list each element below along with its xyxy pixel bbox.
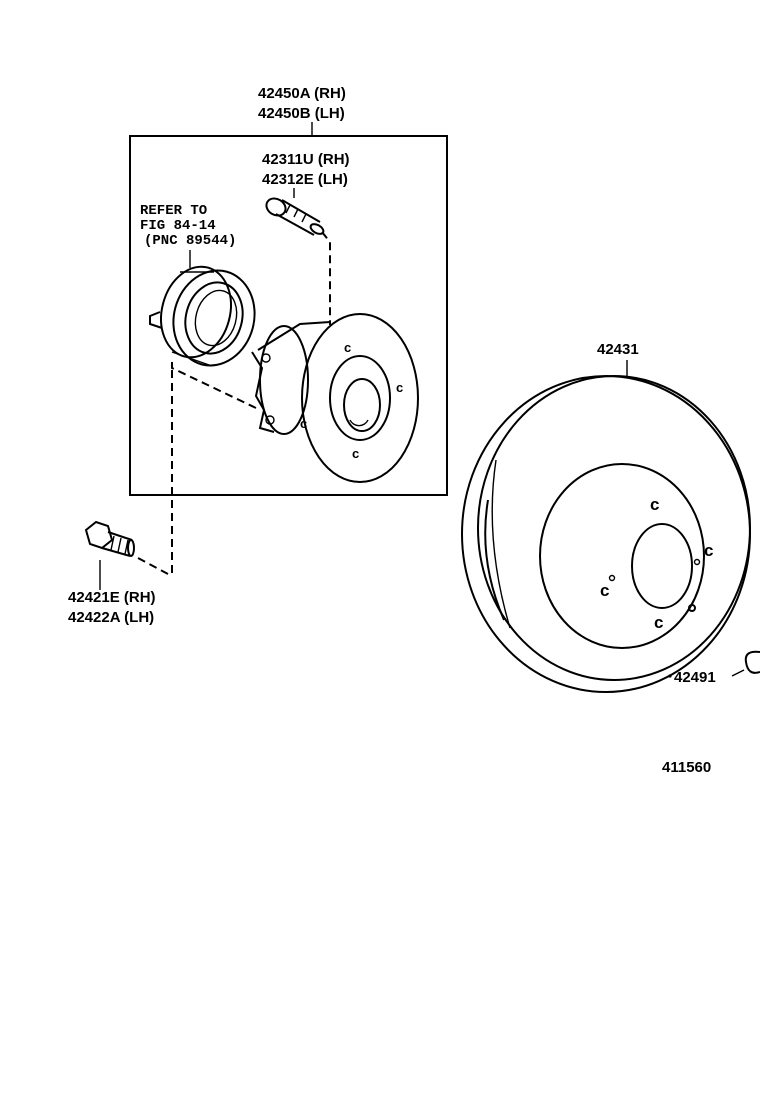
bolt-lh-label: 42422A (LH): [68, 609, 155, 626]
clip-label: 42491: [674, 669, 716, 686]
hub-assy-frame: [129, 135, 448, 496]
disc-label: 42431: [597, 341, 639, 358]
hub-assy-lh-label: 42450B (LH): [258, 105, 345, 122]
svg-text:c: c: [352, 446, 359, 461]
mounting-bolt-part: [84, 520, 135, 590]
svg-text:c: c: [600, 581, 609, 600]
disc-part: c c c c: [461, 360, 751, 693]
svg-text:c: c: [344, 340, 351, 355]
svg-text:c: c: [300, 416, 307, 431]
svg-text:c: c: [654, 613, 663, 632]
hub-part: c c c c: [251, 313, 419, 483]
clip-part: [668, 650, 760, 678]
hub-bolt-dashline: [321, 231, 331, 325]
bearing-dashline: [171, 362, 257, 409]
hub-assy-rh-label: 42450A (RH): [258, 85, 346, 102]
bolt-rh-label: 42421E (RH): [68, 589, 156, 606]
refer-to-line1: REFER TO: [140, 203, 208, 219]
hub-bolt-lh-label: 42312E (LH): [262, 171, 348, 188]
bearing-part: [149, 250, 256, 367]
svg-text:c: c: [650, 495, 659, 514]
refer-to-line3: (PNC 89544): [144, 233, 237, 249]
hub-bolt-rh-label: 42311U (RH): [262, 151, 350, 168]
diagram-number: 411560: [662, 759, 712, 776]
svg-text:c: c: [396, 380, 403, 395]
svg-text:c: c: [704, 541, 713, 560]
refer-to-line2: FIG 84-14: [140, 218, 216, 234]
bolt-dashline: [137, 557, 169, 575]
hub-bolt-part: [265, 188, 325, 236]
